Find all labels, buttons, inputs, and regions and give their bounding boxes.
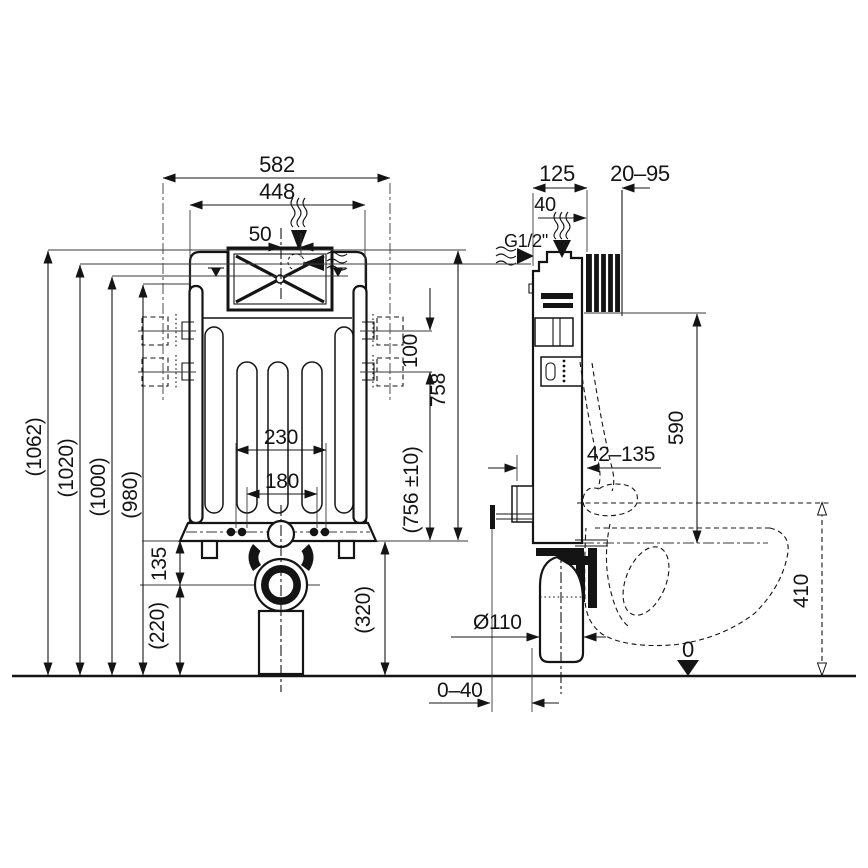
dim-height-outlet: 590 xyxy=(665,411,688,445)
anchor-hole xyxy=(226,527,236,537)
dim-height-drain-center: (220) xyxy=(146,602,169,650)
flow-arrow-icon xyxy=(553,240,571,258)
clamp-claw-left xyxy=(248,544,261,571)
bowl-mounting-rods xyxy=(575,539,608,547)
bracket-centerlines xyxy=(162,183,391,401)
flush-bend-connector xyxy=(557,556,590,565)
dim-drain-diameter: Ø110 xyxy=(473,611,522,634)
dim-flush-bend-range: 42–135 xyxy=(587,443,655,466)
water-inlet-arrow-icon xyxy=(303,255,324,271)
flush-bend-connector xyxy=(536,548,584,556)
anchor-hole xyxy=(237,527,247,537)
lower-bracket xyxy=(511,485,534,523)
flow-arrow-icon xyxy=(291,230,307,251)
button-dots xyxy=(562,359,566,383)
foot-right xyxy=(337,539,356,560)
cross-center-pin xyxy=(275,274,285,284)
anchor-hole xyxy=(320,527,330,537)
dim-inlet-offset: 50 xyxy=(249,223,272,246)
floor-level-marker-icon xyxy=(677,660,699,676)
toilet-bowl-dashed xyxy=(577,361,830,647)
fill-valve-bar xyxy=(541,293,573,299)
dim-fixing-inner: 180 xyxy=(265,470,299,493)
ext-448 xyxy=(189,210,366,283)
bowl-fixing-hardware xyxy=(588,548,597,608)
dim-height-inlet: (1020) xyxy=(55,439,78,498)
push-button-opening xyxy=(540,356,583,387)
dim-height-bowl: 410 xyxy=(790,574,813,608)
water-level-icon xyxy=(208,267,224,277)
dim-floor-thickness-range: 0–40 xyxy=(437,679,483,702)
profile-notch xyxy=(528,283,533,294)
dim-height-frame-top: (980) xyxy=(119,471,142,519)
adjustment-rod xyxy=(496,513,533,520)
button-slot xyxy=(545,362,556,381)
dim-height-flush-pipe: (756 ±10) xyxy=(400,446,423,533)
rib-outer-right xyxy=(334,326,354,514)
water-level-icon xyxy=(330,267,346,277)
mechanism-divider xyxy=(552,318,561,346)
dim-finished-wall-range: 20–95 xyxy=(610,161,670,186)
dim-height-base: 135 xyxy=(148,547,171,581)
wall-bracket-left-upper xyxy=(138,314,196,349)
wall-bracket-left-lower xyxy=(138,355,196,390)
dim-floor-level: 0 xyxy=(682,637,694,662)
dim-width-frame: 448 xyxy=(259,179,295,204)
dimensions: (1062) (1020) (1000) (980) 582 448 50 23… xyxy=(23,152,822,708)
dim-water-connection: G1/2" xyxy=(504,231,548,251)
mechanism-box xyxy=(534,317,574,347)
dim-fixing-outer: 230 xyxy=(264,426,298,449)
dim-height-tank: 758 xyxy=(427,373,450,407)
ext-fixings xyxy=(235,443,327,528)
dim-height-water-level: (1000) xyxy=(87,458,110,517)
rib-mid-3 xyxy=(301,361,323,514)
dim-width-overall: 582 xyxy=(259,152,295,177)
rib-mid-2 xyxy=(267,361,289,514)
water-flow-icon xyxy=(553,211,571,240)
anchor-hole xyxy=(309,527,319,537)
drain-elbow-profile xyxy=(538,555,585,664)
water-flow-icon xyxy=(495,246,517,266)
clamp-claw-right xyxy=(301,544,314,571)
inlet-hole-dashed xyxy=(287,253,305,271)
dim-bracket-spacing: 100 xyxy=(399,334,422,368)
dim-height-frame-bottom: (320) xyxy=(352,586,375,634)
dim-height-overall: (1062) xyxy=(23,418,46,477)
fixing-block-hatching xyxy=(591,254,616,312)
dim-depth: 125 xyxy=(539,161,575,186)
front-view xyxy=(138,197,432,692)
flow-arrow-icon xyxy=(517,248,534,264)
tank-access-inner xyxy=(233,253,327,305)
fill-valve-bar xyxy=(543,303,573,308)
dim-inlet-to-wall: 40 xyxy=(534,194,556,216)
rod-end-plate xyxy=(490,505,495,529)
side-view xyxy=(490,190,830,712)
foot-left xyxy=(200,539,219,560)
rib-outer-left xyxy=(204,326,224,514)
